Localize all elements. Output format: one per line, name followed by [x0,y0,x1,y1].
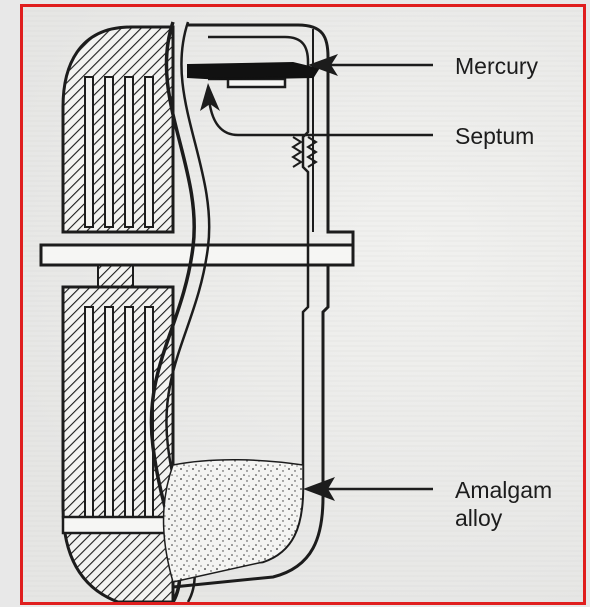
label-septum: Septum [455,123,534,149]
septum-pointer [200,83,433,135]
figure-frame: Mercury Septum Amalgam alloy [20,4,586,605]
capsule-band [41,245,353,265]
label-amalgam-line2: alloy [455,505,502,531]
label-amalgam-line1: Amalgam [455,477,552,503]
mercury-layer [188,63,318,79]
septum-plate [208,79,285,87]
capsule-body [63,287,173,602]
septum-spring-left [293,137,301,167]
amalgam-alloy-fill [164,460,303,582]
capsule-lower-band [63,517,173,533]
label-mercury: Mercury [455,53,538,79]
